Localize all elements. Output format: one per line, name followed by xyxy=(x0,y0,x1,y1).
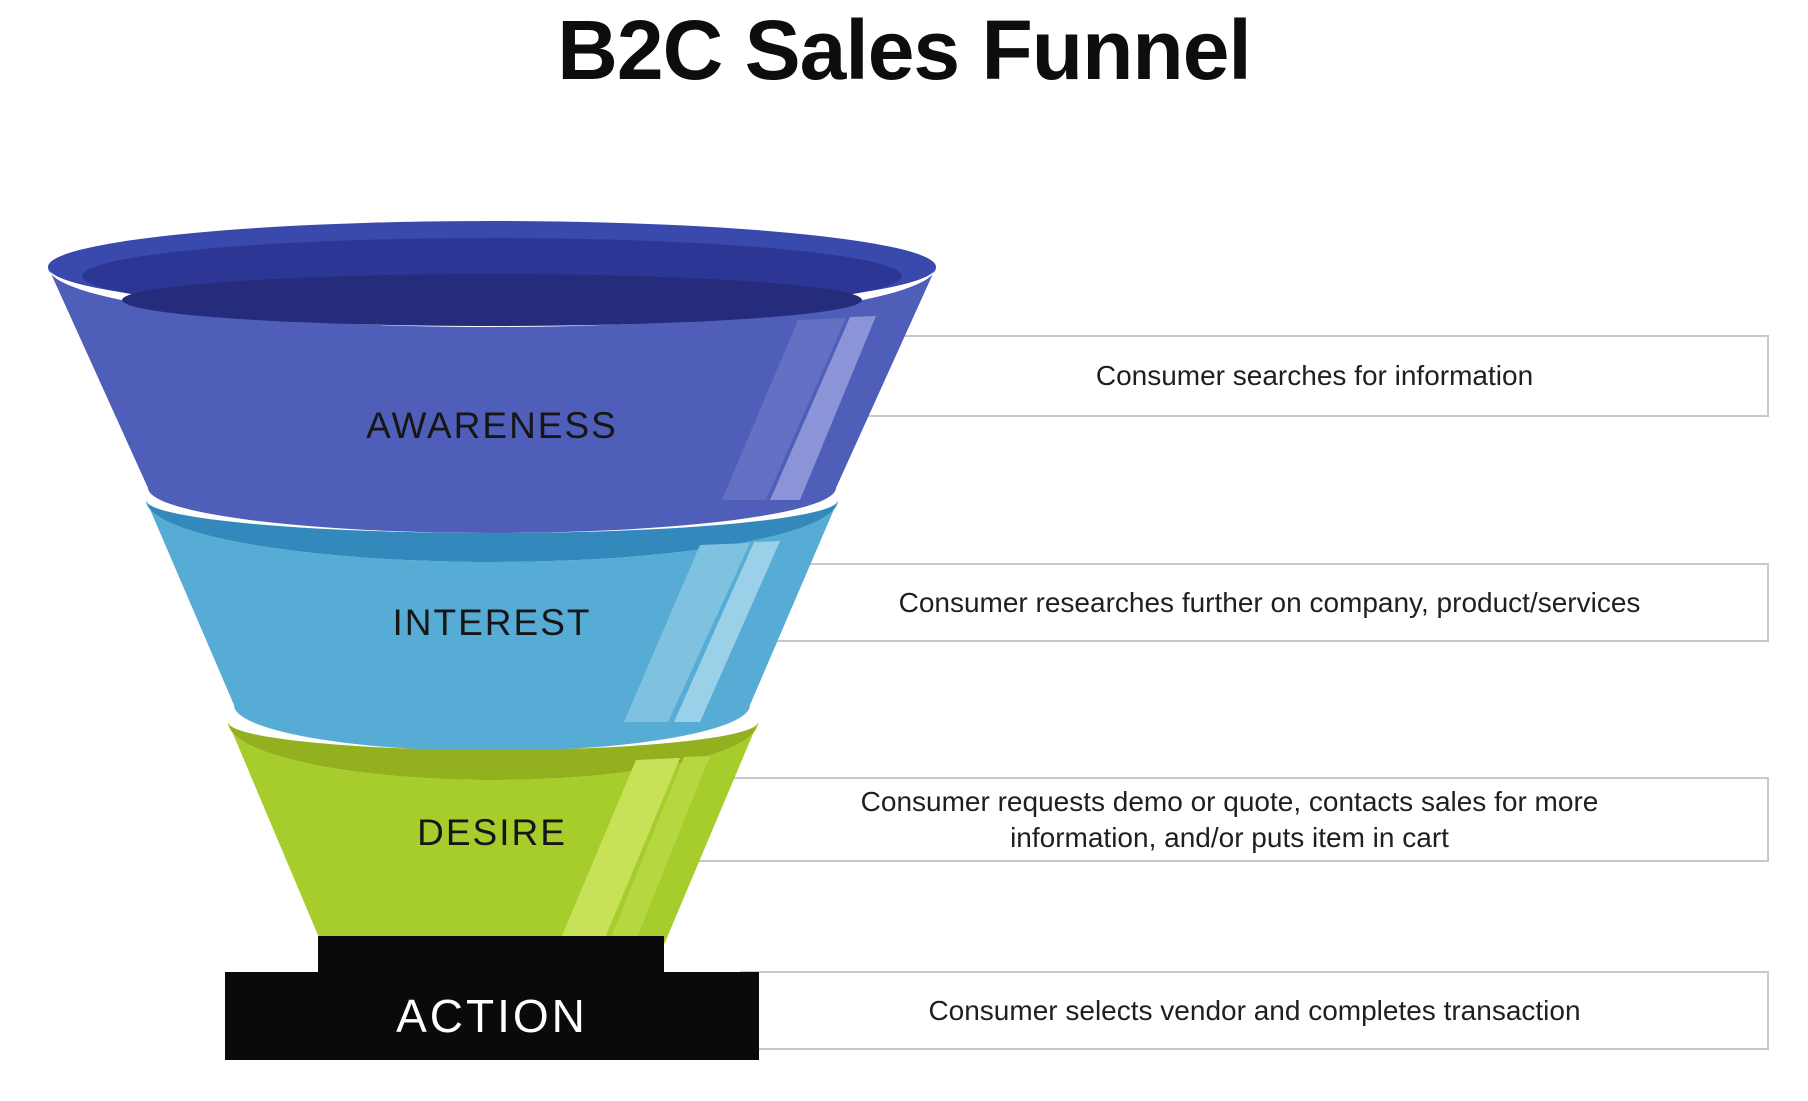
page-title: B2C Sales Funnel xyxy=(557,2,1252,97)
description-box-interest: Consumer researches further on company, … xyxy=(770,563,1769,642)
funnel-tier3-highlight-stripe xyxy=(556,758,680,950)
funnel-tier1-rim-mid xyxy=(82,238,902,314)
stage-label-action: ACTION xyxy=(396,990,588,1042)
funnel-tier1-rim-pool xyxy=(122,274,862,326)
description-text: Consumer requests demo or quote, contact… xyxy=(860,785,1599,817)
stage-label-desire: DESIRE xyxy=(417,812,567,853)
stage-label-interest: INTEREST xyxy=(392,602,592,643)
description-text: Consumer researches further on company, … xyxy=(898,586,1641,618)
description-text: Consumer selects vendor and completes tr… xyxy=(928,994,1581,1026)
funnel-tier1-body xyxy=(48,267,936,533)
description-box-awareness: Consumer searches for information xyxy=(860,335,1769,417)
description-text: information, and/or puts item in cart xyxy=(1010,821,1449,853)
funnel-tier3-rim xyxy=(228,722,758,780)
funnel-tier1-highlight-stripe xyxy=(722,318,846,500)
funnel-tier2-highlight-stripe xyxy=(674,541,780,722)
funnel-spout xyxy=(318,936,664,974)
description-box-action: Consumer selects vendor and completes tr… xyxy=(740,971,1769,1050)
description-text: Consumer searches for information xyxy=(1095,360,1534,391)
funnel-tier1-rim-outer xyxy=(48,221,936,313)
funnel-tier2-rim xyxy=(146,500,838,562)
stage-label-awareness: AWARENESS xyxy=(366,405,618,446)
description-box-desire: Consumer requests demo or quote, contact… xyxy=(690,777,1769,862)
funnel-tier2-highlight-stripe xyxy=(624,543,750,722)
